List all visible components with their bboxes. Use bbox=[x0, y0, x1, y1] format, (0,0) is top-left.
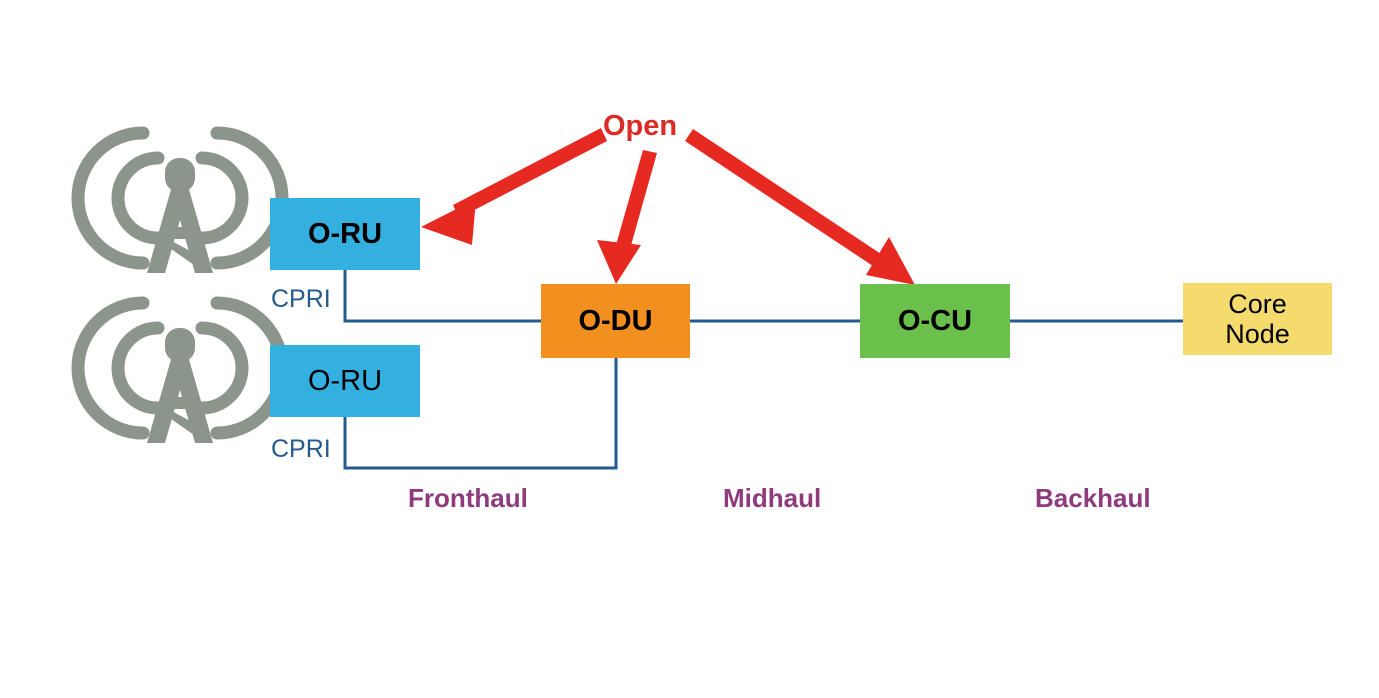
label-cpri-bottom: CPRI bbox=[271, 435, 331, 463]
antenna-tower-bottom-icon bbox=[71, 296, 289, 443]
node-core-node[interactable]: Core Node bbox=[1183, 283, 1332, 355]
node-o-ru-bottom[interactable]: O-RU bbox=[270, 345, 420, 417]
open-arrow-to-odu bbox=[597, 150, 657, 284]
connector-lines bbox=[343, 270, 1183, 470]
node-o-ru-top[interactable]: O-RU bbox=[270, 198, 420, 270]
open-arrow-to-ocu bbox=[685, 129, 915, 285]
connector-oru-bottom-to-odu bbox=[343, 358, 618, 470]
node-o-cu[interactable]: O-CU bbox=[860, 284, 1010, 358]
antenna-tower-top-icon bbox=[71, 126, 289, 273]
open-arrow-to-oru bbox=[421, 128, 607, 245]
open-arrows bbox=[421, 128, 915, 285]
label-fronthaul: Fronthaul bbox=[408, 483, 528, 513]
label-backhaul: Backhaul bbox=[1035, 483, 1151, 513]
label-midhaul: Midhaul bbox=[723, 483, 822, 513]
node-o-du[interactable]: O-DU bbox=[541, 284, 690, 358]
label-cpri-top: CPRI bbox=[271, 285, 331, 313]
label-open: Open bbox=[603, 110, 678, 142]
connector-oru-top-to-odu bbox=[343, 270, 541, 323]
antenna-tower-icons bbox=[71, 126, 289, 443]
